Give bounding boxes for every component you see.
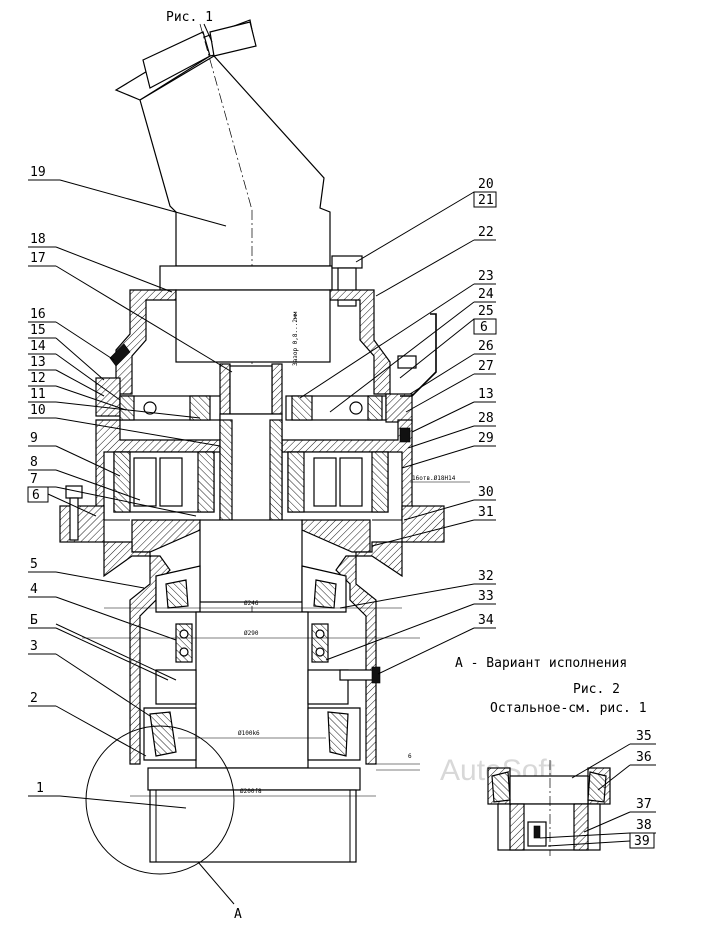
plug-13: [399, 427, 411, 443]
tapered-bearings-upper: [155, 565, 347, 613]
svg-text:27: 27: [478, 359, 494, 374]
svg-text:28: 28: [478, 411, 494, 426]
svg-text:36: 36: [636, 750, 652, 765]
section-b-leader: [55, 623, 177, 681]
svg-text:31: 31: [478, 505, 494, 520]
svg-text:12: 12: [30, 371, 46, 386]
svg-text:30: 30: [478, 485, 494, 500]
housing-left: [115, 289, 177, 395]
svg-text:2: 2: [30, 691, 38, 706]
left-labels: 19 18 17 16 15 14 13 12 11 10 9 8 7 6 5 …: [27, 165, 233, 809]
svg-text:4: 4: [30, 582, 38, 597]
svg-text:14: 14: [30, 339, 46, 354]
inner-chamber: [175, 289, 331, 363]
svg-text:16отв.Ø18H14: 16отв.Ø18H14: [412, 475, 456, 482]
svg-text:39: 39: [634, 834, 650, 849]
svg-text:Ø100k6: Ø100k6: [238, 730, 260, 737]
svg-text:19: 19: [30, 165, 46, 180]
svg-text:32: 32: [478, 569, 494, 584]
svg-text:33: 33: [478, 589, 494, 604]
fig2-title: Рис. 2: [573, 682, 620, 697]
svg-text:21: 21: [478, 193, 494, 208]
detail-circle-a: [85, 725, 235, 875]
lower-housing-left: [103, 541, 171, 765]
svg-text:8: 8: [30, 455, 38, 470]
seals: [175, 623, 329, 663]
section-mark-a: А: [234, 907, 242, 922]
svg-text:34: 34: [478, 613, 494, 628]
crown-right: [301, 519, 371, 553]
svg-text:23: 23: [478, 269, 494, 284]
svg-text:1: 1: [36, 781, 44, 796]
svg-text:29: 29: [478, 431, 494, 446]
grease-fitting-34: [339, 666, 381, 684]
bottom-flange-1: [147, 767, 361, 863]
bracket: [400, 313, 437, 397]
svg-text:10: 10: [30, 403, 46, 418]
housing-right: [329, 289, 391, 395]
svg-text:Ø200f8: Ø200f8: [240, 788, 262, 795]
dimensions: Ø246 Ø290 Ø100k6 Ø200f8 6 16отв.Ø18H14 З…: [82, 311, 470, 797]
svg-text:26: 26: [478, 339, 494, 354]
bolt-27: [397, 355, 417, 369]
crown-left: [131, 519, 201, 553]
svg-text:6: 6: [480, 320, 488, 335]
figure-title: Рис. 1: [166, 10, 213, 43]
right-labels: 20 21 22 23 24 25 6 26 27 13 28 29 30 31…: [299, 177, 497, 675]
svg-text:18: 18: [30, 232, 46, 247]
hub-center: [199, 519, 303, 603]
svg-text:22: 22: [478, 225, 494, 240]
shaft-wall-left: [219, 363, 231, 415]
svg-text:Ø246: Ø246: [244, 600, 259, 607]
variant-caption: А - Вариант исполнения: [455, 656, 627, 671]
tapered-bearings-lower: [143, 707, 361, 761]
svg-text:13: 13: [30, 355, 46, 370]
upper-bearings: [95, 377, 413, 423]
svg-text:Ø290: Ø290: [244, 630, 259, 637]
svg-text:9: 9: [30, 431, 38, 446]
svg-text:3: 3: [30, 639, 38, 654]
svg-text:Б: Б: [30, 613, 38, 628]
shaft-wall-right: [271, 363, 283, 415]
spout-pipe: [114, 19, 331, 790]
svg-text:24: 24: [478, 287, 494, 302]
svg-text:16: 16: [30, 307, 46, 322]
svg-text:37: 37: [636, 797, 652, 812]
svg-text:15: 15: [30, 323, 46, 338]
fitting-15: [109, 343, 131, 367]
svg-text:6: 6: [408, 753, 412, 760]
middle-bearings: [113, 451, 389, 513]
fig2-labels: 35 36 37 38 39: [539, 729, 656, 849]
svg-text:Зазор 0,8...2мм: Зазор 0,8...2мм: [292, 311, 299, 366]
svg-text:7: 7: [30, 472, 38, 487]
top-flange: [159, 265, 333, 291]
svg-text:11: 11: [30, 387, 46, 402]
svg-text:6: 6: [32, 488, 40, 503]
svg-text:5: 5: [30, 557, 38, 572]
svg-text:Рис. 1: Рис. 1: [166, 10, 213, 25]
svg-text:20: 20: [478, 177, 494, 192]
svg-text:17: 17: [30, 251, 46, 266]
svg-text:38: 38: [636, 818, 652, 833]
svg-text:13: 13: [478, 387, 494, 402]
svg-text:25: 25: [478, 304, 494, 319]
base-flange: [59, 485, 445, 543]
svg-text:35: 35: [636, 729, 652, 744]
fig2-note: Остальное-см. рис. 1: [490, 701, 647, 716]
fig2-detail: [487, 760, 611, 856]
